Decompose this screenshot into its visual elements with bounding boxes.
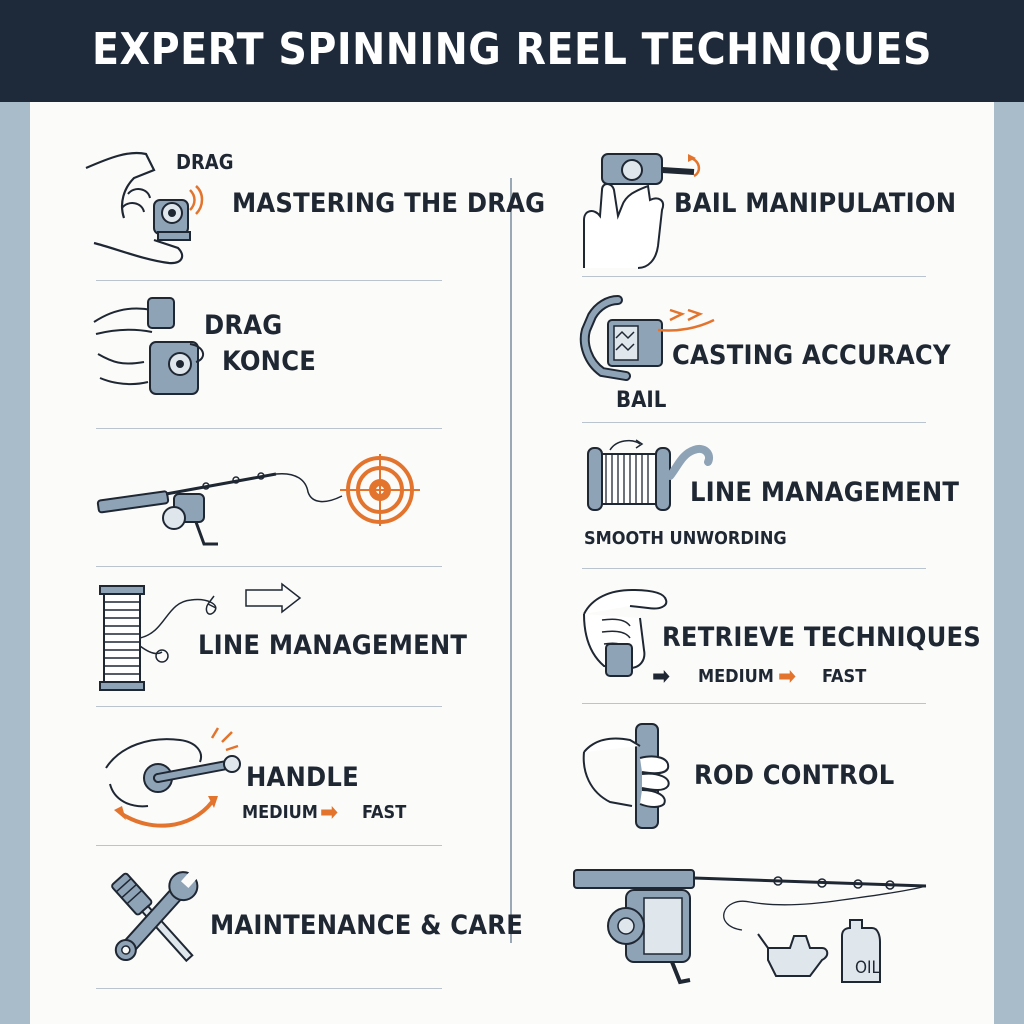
handle-medium-label: MEDIUM [242, 802, 318, 823]
drag-knob-icon [93, 297, 205, 395]
handle-label: HANDLE [246, 762, 359, 793]
wrench-screwdriver-icon [111, 870, 199, 963]
row-separator [96, 988, 442, 989]
content-panel [30, 102, 994, 1024]
row-separator [96, 566, 442, 567]
oil-label: OIL [855, 958, 881, 978]
maintenance-care-label: MAINTENANCE & CARE [210, 910, 524, 941]
row-separator [582, 703, 926, 704]
bail-label: BAIL [616, 388, 667, 413]
drag-label-2: DRAG [204, 310, 283, 341]
bail-finger-icon [583, 153, 701, 269]
drag-label: DRAG [176, 150, 234, 174]
row-separator [96, 428, 442, 429]
column-divider [510, 178, 512, 943]
handle-crank-icon [105, 727, 241, 828]
header-bar: EXPERT SPINNING REEL TECHNIQUES [0, 0, 1024, 102]
retrieve-techniques-label: RETRIEVE TECHNIQUES [662, 622, 982, 653]
line-management-label-right: LINE MANAGEMENT [690, 477, 960, 508]
arrow-right-dark-icon: ➡ [652, 662, 671, 690]
retrieve-medium-label: MEDIUM [698, 666, 774, 687]
row-separator [96, 845, 442, 846]
konce-label: KONCE [222, 346, 317, 377]
spool-unwind-icon [587, 439, 713, 511]
rod-target-icon [96, 454, 420, 546]
rod-grip-icon [582, 723, 670, 829]
bail-reel-icon [579, 295, 715, 381]
row-separator [582, 568, 926, 569]
retrieve-fast-label: FAST [822, 666, 867, 687]
arrow-right-icon: ➡ [320, 798, 339, 826]
mastering-the-drag-label: MASTERING THE DRAG [232, 188, 546, 219]
line-management-label: LINE MANAGEMENT [198, 630, 468, 661]
rod-oil-icon [573, 869, 927, 985]
row-separator [96, 280, 442, 281]
smooth-unwording-label: SMOOTH UNWORDING [584, 528, 787, 549]
hand-reel-icon [85, 151, 204, 265]
row-separator [96, 706, 442, 707]
row-separator [582, 276, 926, 277]
handle-fast-label: FAST [362, 802, 407, 823]
casting-accuracy-label: CASTING ACCURACY [672, 340, 951, 371]
spool-line-icon [99, 582, 302, 691]
page-title: EXPERT SPINNING REEL TECHNIQUES [91, 24, 932, 75]
bail-manipulation-label: BAIL MANIPULATION [674, 188, 957, 219]
grip-hand-icon [583, 588, 668, 677]
arrow-right-icon-2: ➡ [778, 662, 797, 690]
rod-control-label: ROD CONTROL [694, 760, 895, 791]
row-separator [582, 422, 926, 423]
